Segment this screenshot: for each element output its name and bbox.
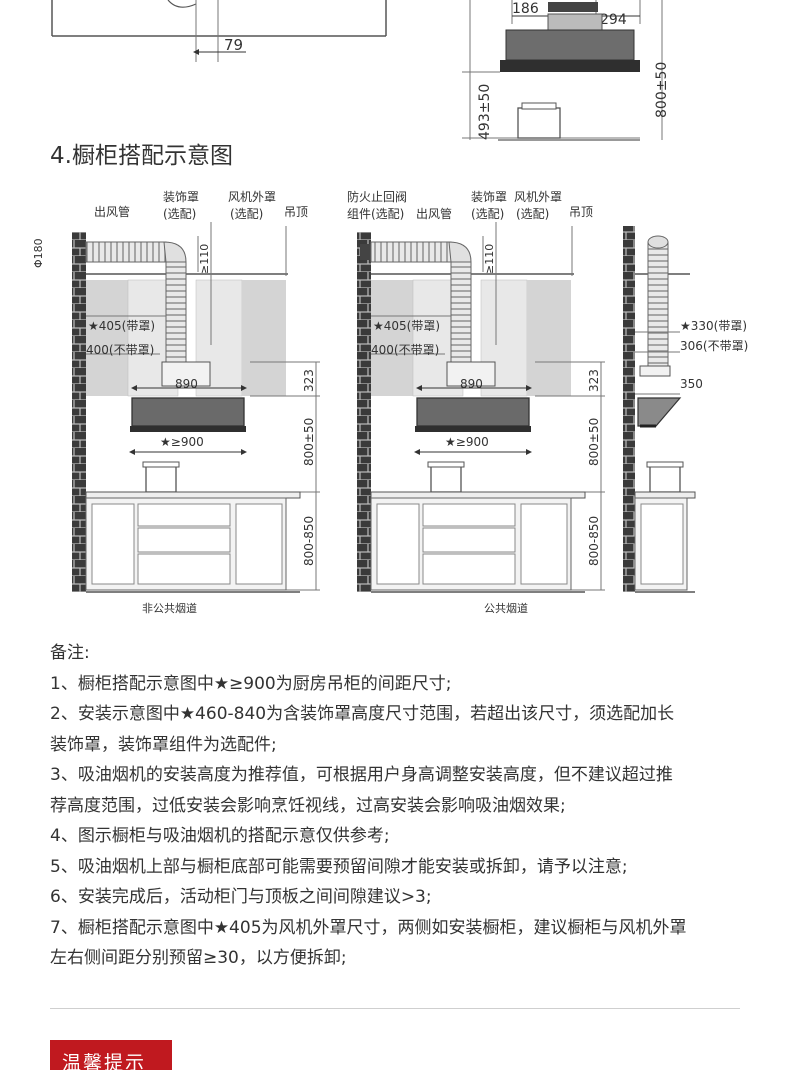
dim-493-label: 493±50: [477, 84, 493, 140]
d1-label-duct: 出风管: [94, 204, 130, 219]
d1-label-fan: 风机外罩: [228, 190, 276, 204]
d2-dim-890: 890: [460, 377, 483, 391]
top-figure: 79 186 294 493±50 800±50: [51, 0, 670, 141]
d2-label-valve2: 组件(选配): [347, 207, 404, 221]
notes-line: 4、图示橱柜与吸油烟机的搭配示意仅供参考;: [50, 826, 390, 846]
notes-block: 备注: 1、橱柜搭配示意图中★≥900为厨房吊柜的间距尺寸; 2、安装示意图中★…: [50, 638, 750, 974]
d2-label-cover: 装饰罩: [471, 190, 507, 204]
d1-dim-900: ★≥900: [160, 435, 204, 449]
cabinet-diagram-canvas: 79 186 294 493±50 800±50: [32, 0, 748, 615]
d1-label-cover: 装饰罩: [163, 190, 199, 204]
notes-line: 装饰罩，装饰罩组件为选配件;: [50, 734, 277, 755]
d3-dim-350: 350: [680, 377, 703, 391]
notes-line: 2、安装示意图中★460-840为含装饰罩高度尺寸范围，若超出该尺寸，须选配加长: [50, 704, 675, 724]
notes-line: 5、吸油烟机上部与橱柜底部可能需要预留间隙才能安装或拆卸，请予以注意;: [50, 856, 628, 877]
notes-line: 左右侧间距分别预留≥30，以方便拆卸;: [50, 948, 347, 968]
notes-heading: 备注:: [50, 643, 90, 663]
d1-caption: 非公共烟道: [142, 601, 197, 615]
wall-brick: [623, 226, 635, 592]
diagram-non-public-flue: 出风管 装饰罩 (选配) 风机外罩 (选配) 吊顶 Φ180 ≥110 ★405…: [32, 190, 320, 615]
section-divider: [50, 1008, 740, 1009]
d1-dim-800-850: 800-850: [302, 516, 316, 566]
d3-dim-330: ★330(带罩): [680, 319, 747, 333]
notes-line: 3、吸油烟机的安装高度为推荐值，可根据用户身高调整安装高度，但不建议超过推: [50, 765, 673, 785]
d2-dim-323: 323: [587, 369, 601, 392]
d1-label-fan-opt: (选配): [230, 207, 263, 221]
wall-brick: [357, 232, 371, 592]
d2-label-fan: 风机外罩: [514, 190, 562, 204]
dim-294-label: 294: [600, 12, 627, 28]
d2-dim-800-850: 800-850: [587, 516, 601, 566]
d2-dim-405: ★405(带罩): [373, 319, 440, 333]
tip-badge: 温馨提示: [50, 1040, 172, 1074]
d2-label-fan-opt: (选配): [516, 207, 549, 221]
d1-dim-405: ★405(带罩): [88, 319, 155, 333]
d2-label-cover-opt: (选配): [471, 207, 504, 221]
d1-label-ceiling: 吊顶: [284, 205, 308, 219]
wall-brick: [72, 232, 86, 592]
d2-label-ceiling: 吊顶: [569, 205, 593, 219]
d3-dim-306: 306(不带罩): [680, 339, 748, 353]
d2-dim-800: 800±50: [587, 418, 601, 466]
d2-dim-900: ★≥900: [445, 435, 489, 449]
d1-dim-800: 800±50: [302, 418, 316, 466]
d2-label-duct: 出风管: [416, 206, 452, 221]
d1-label-cover-opt: (选配): [163, 207, 196, 221]
diagram-public-flue: 防火止回阀 组件(选配) 出风管 装饰罩 (选配) 风机外罩 (选配) 吊顶 ≥…: [347, 189, 605, 615]
d1-dim-890: 890: [175, 377, 198, 391]
dim-800-top-label: 800±50: [654, 62, 670, 118]
section-title: 4.橱柜搭配示意图: [50, 143, 233, 169]
dim-79-label: 79: [224, 36, 243, 54]
d1-dim-323: 323: [302, 369, 316, 392]
diagram-side-view: ★330(带罩) 306(不带罩) 350: [623, 226, 748, 593]
notes-line: 6、安装完成后，活动柜门与顶板之间间隙建议>3;: [50, 887, 432, 907]
dim-186-label: 186: [512, 1, 539, 17]
notes-line: 1、橱柜搭配示意图中★≥900为厨房吊柜的间距尺寸;: [50, 673, 452, 694]
notes-line: 荐高度范围，过低安装会影响烹饪视线，过高安装会影响吸油烟效果;: [50, 795, 566, 816]
notes-line: 7、橱柜搭配示意图中★405为风机外罩尺寸，两侧如安装橱柜，建议橱柜与风机外罩: [50, 917, 687, 938]
d1-dim-400: 400(不带罩): [86, 343, 154, 357]
d2-dim-110: ≥110: [483, 244, 496, 274]
d2-label-valve1: 防火止回阀: [347, 189, 407, 204]
d1-dim-110: ≥110: [198, 244, 211, 274]
d2-caption: 公共烟道: [484, 601, 528, 615]
d2-dim-400: 400(不带罩): [371, 343, 439, 357]
d1-dim-phi: Φ180: [32, 238, 45, 268]
